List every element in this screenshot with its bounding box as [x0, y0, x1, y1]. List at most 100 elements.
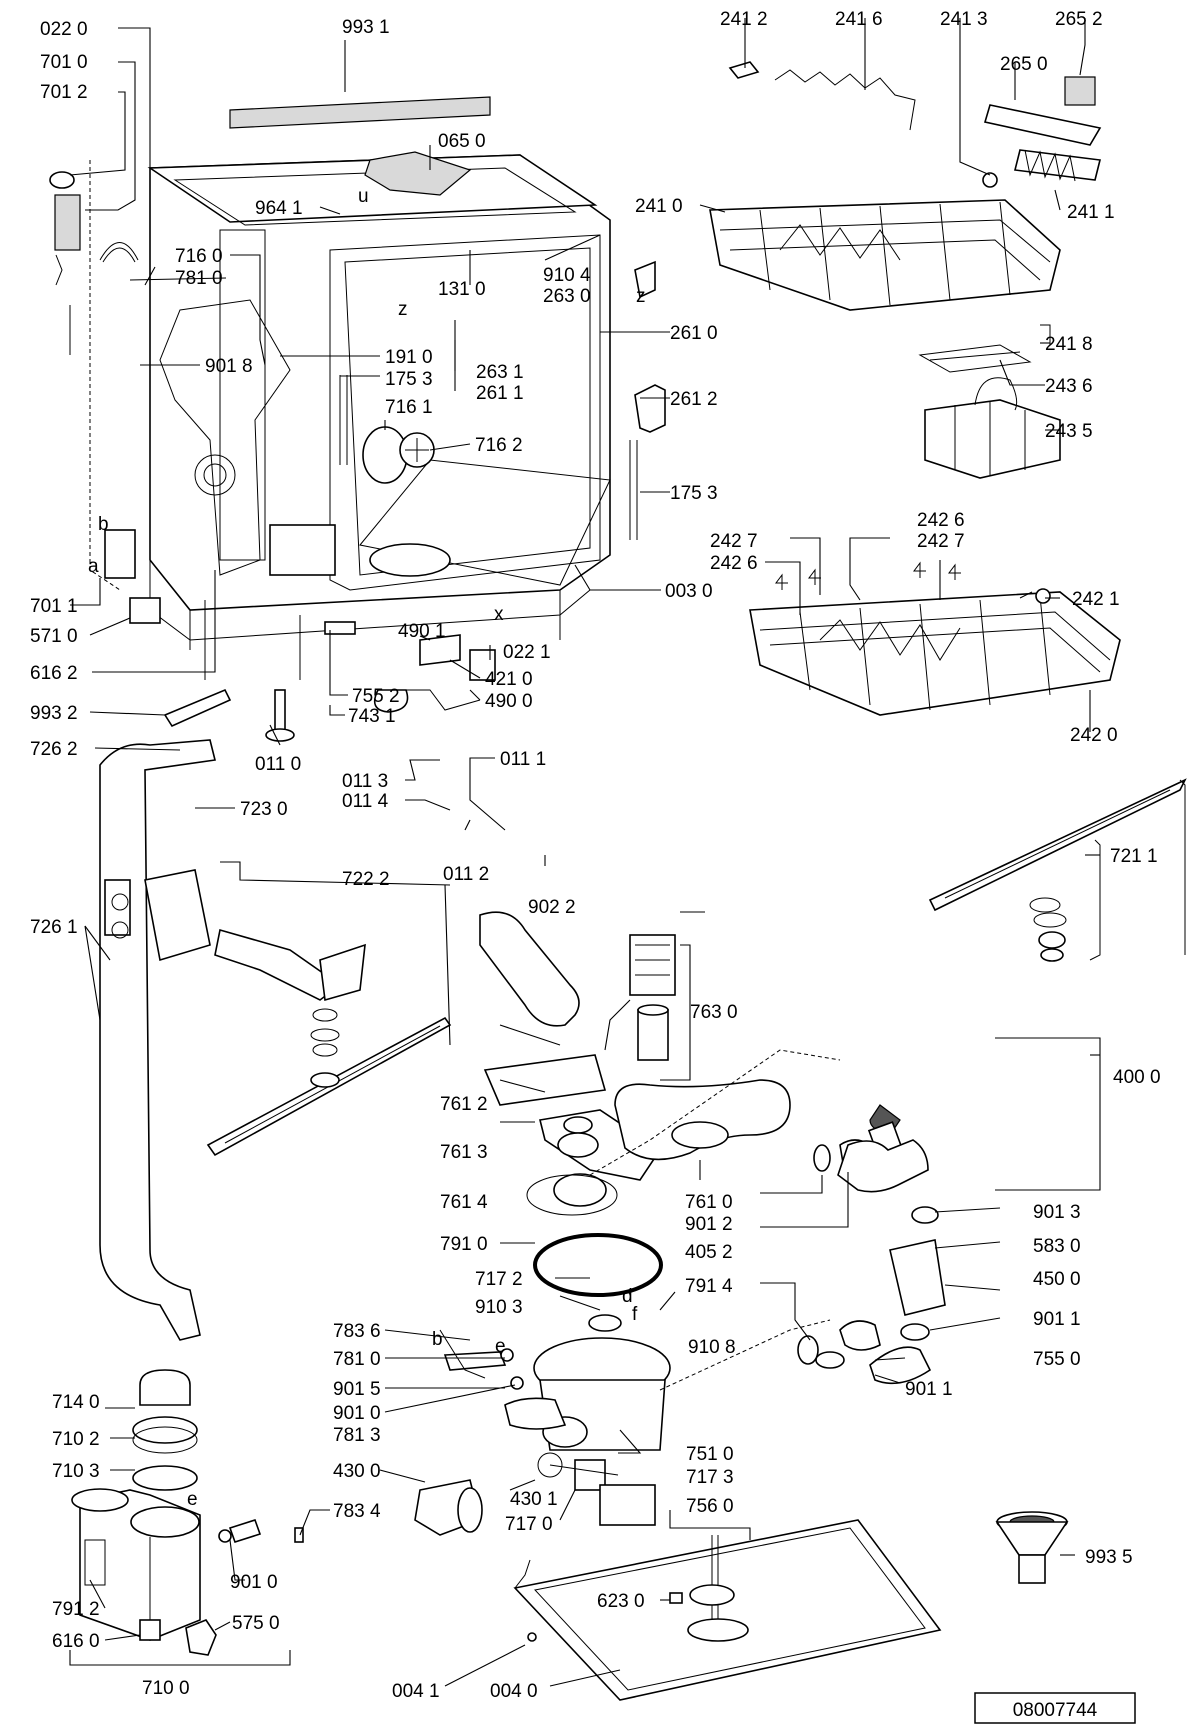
callout-490-1: 490 1 — [398, 621, 446, 642]
callout-743-1: 743 1 — [348, 706, 396, 727]
callout-721-1: 721 1 — [1110, 846, 1158, 867]
marker-a: a — [88, 556, 99, 577]
callout-616-0: 616 0 — [52, 1631, 100, 1652]
callout-901-5: 901 5 — [333, 1379, 381, 1400]
callout-242-6a: 242 6 — [917, 510, 965, 531]
callout-241-0: 241 0 — [635, 196, 683, 217]
callout-781-0-mid: 781 0 — [333, 1349, 381, 1370]
callout-242-0: 242 0 — [1070, 725, 1118, 746]
callout-616-2: 616 2 — [30, 663, 78, 684]
callout-901-8: 901 8 — [205, 356, 253, 377]
callout-263-0: 263 0 — [543, 286, 591, 307]
callout-717-0: 717 0 — [505, 1514, 553, 1535]
callout-265-0: 265 0 — [1000, 54, 1048, 75]
callout-716-0: 716 0 — [175, 246, 223, 267]
callout-701-2: 701 2 — [40, 82, 88, 103]
callout-405-2: 405 2 — [685, 1242, 733, 1263]
callout-labels: 022 0 993 1 701 0 701 2 065 0 964 1 716 … — [30, 9, 1161, 1702]
funnel-illustration — [995, 1511, 1069, 1584]
callout-791-0: 791 0 — [440, 1234, 488, 1255]
callout-430-1: 430 1 — [510, 1489, 558, 1510]
callout-011-0: 011 0 — [255, 754, 301, 775]
callout-065-0: 065 0 — [438, 131, 486, 152]
water-softener-illustration: e — [71, 1369, 304, 1656]
callout-791-4: 791 4 — [685, 1276, 733, 1297]
callout-751-0: 751 0 — [686, 1444, 734, 1465]
callout-716-2: 716 2 — [475, 435, 523, 456]
callout-714-0: 714 0 — [52, 1392, 100, 1413]
sump-and-pump-illustration: d f b e — [414, 911, 946, 1536]
callout-175-3b: 175 3 — [670, 483, 718, 504]
callout-722-2: 722 2 — [342, 869, 390, 890]
callout-175-3a: 175 3 — [385, 369, 433, 390]
callout-241-6: 241 6 — [835, 9, 883, 30]
callout-011-3: 011 3 — [342, 771, 388, 792]
marker-b-mid: b — [432, 1329, 443, 1350]
callout-004-0: 004 0 — [490, 1681, 538, 1702]
callout-430-0: 430 0 — [333, 1461, 381, 1482]
callout-011-4: 011 4 — [342, 791, 389, 812]
base-plate-illustration — [513, 1519, 942, 1701]
callout-901-2: 901 2 — [685, 1214, 733, 1235]
callout-756-0: 756 0 — [686, 1496, 734, 1517]
callout-901-0b: 901 0 — [230, 1572, 278, 1593]
callout-910-4: 910 4 — [543, 265, 591, 286]
callout-011-2: 011 2 — [443, 864, 489, 885]
callout-575-0: 575 0 — [232, 1613, 280, 1634]
callout-783-6: 783 6 — [333, 1321, 381, 1342]
marker-e-tank: e — [187, 1489, 198, 1510]
callout-242-6b: 242 6 — [710, 553, 758, 574]
callout-131-0: 131 0 — [438, 279, 486, 300]
callout-761-4: 761 4 — [440, 1192, 488, 1213]
callout-902-2: 902 2 — [528, 897, 576, 918]
upper-basket-illustration — [709, 61, 1102, 479]
spray-arms-and-pipes-illustration — [99, 739, 1187, 1341]
callout-022-1: 022 1 — [503, 642, 551, 663]
callout-910-3: 910 3 — [475, 1297, 523, 1318]
callout-993-2: 993 2 — [30, 703, 78, 724]
callout-490-0: 490 0 — [485, 691, 533, 712]
callout-993-1: 993 1 — [342, 17, 390, 38]
callout-717-3: 717 3 — [686, 1467, 734, 1488]
lower-basket-illustration — [749, 561, 1121, 716]
callout-241-3: 241 3 — [940, 9, 988, 30]
callout-400-0: 400 0 — [1113, 1067, 1161, 1088]
callout-004-1: 004 1 — [392, 1681, 440, 1702]
callout-901-1a: 901 1 — [1033, 1309, 1081, 1330]
marker-f: f — [632, 1304, 638, 1325]
callout-710-3: 710 3 — [52, 1461, 100, 1482]
drawing-reference-box: 08007744 — [974, 1692, 1136, 1724]
marker-b-left: b — [98, 514, 109, 535]
callout-781-0-top: 781 0 — [175, 268, 223, 289]
leader-lines — [69, 18, 1101, 1687]
marker-z2: z — [636, 286, 646, 307]
marker-d: d — [622, 1286, 633, 1307]
callout-265-2: 265 2 — [1055, 9, 1103, 30]
callout-261-2: 261 2 — [670, 389, 718, 410]
callout-022-0: 022 0 — [40, 19, 88, 40]
callout-716-1: 716 1 — [385, 397, 433, 418]
drawing-reference-number: 08007744 — [1013, 1700, 1098, 1721]
callout-583-0: 583 0 — [1033, 1236, 1081, 1257]
callout-623-0: 623 0 — [597, 1591, 645, 1612]
callout-241-1: 241 1 — [1067, 202, 1115, 223]
callout-421-0: 421 0 — [485, 669, 533, 690]
callout-710-0: 710 0 — [142, 1678, 190, 1699]
cabinet-tub-illustration: z z u x a b — [49, 96, 666, 742]
callout-450-0: 450 0 — [1033, 1269, 1081, 1290]
callout-243-5: 243 5 — [1045, 421, 1093, 442]
callout-701-0: 701 0 — [40, 52, 88, 73]
marker-e-mid: e — [495, 1336, 506, 1357]
callout-003-0: 003 0 — [665, 581, 713, 602]
callout-710-2: 710 2 — [52, 1429, 100, 1450]
marker-z1: z — [398, 299, 408, 320]
callout-241-8: 241 8 — [1045, 334, 1093, 355]
callout-261-1: 261 1 — [476, 383, 524, 404]
callout-761-2: 761 2 — [440, 1094, 488, 1115]
callout-726-1: 726 1 — [30, 917, 78, 938]
callout-242-1: 242 1 — [1072, 589, 1120, 610]
callout-761-3: 761 3 — [440, 1142, 488, 1163]
callout-791-2: 791 2 — [52, 1599, 100, 1620]
callout-726-2: 726 2 — [30, 739, 78, 760]
callout-783-4: 783 4 — [333, 1501, 381, 1522]
